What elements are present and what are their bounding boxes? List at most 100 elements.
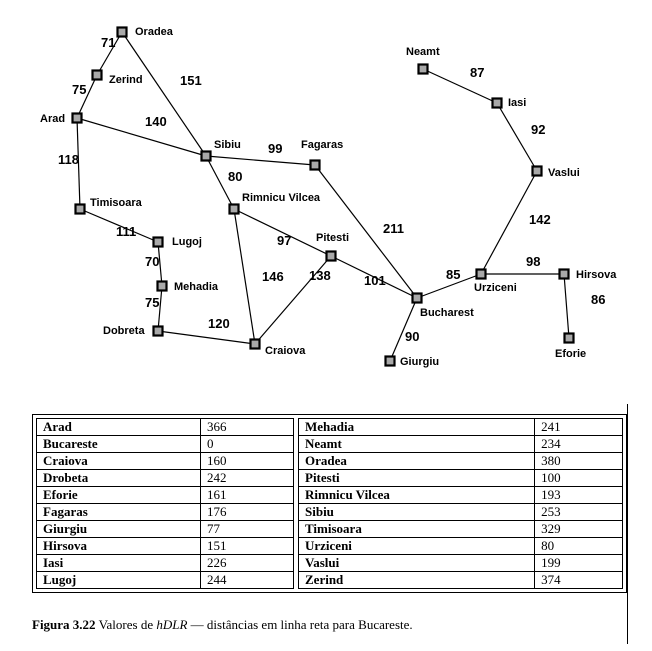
city-node-craiova xyxy=(249,338,261,350)
distance-label-mehadia-dobreta: 75 xyxy=(145,295,159,310)
distance-label-fagaras-bucharest: 211 xyxy=(383,221,404,236)
left-city-cell: Iasi xyxy=(35,554,202,572)
city-node-dobreta xyxy=(152,325,164,337)
right-city-cell: Urziceni xyxy=(297,537,536,555)
city-label-hirsova: Hirsova xyxy=(576,269,617,281)
caption-suffix: — distâncias em linha reta para Bucarest… xyxy=(187,617,413,632)
distance-label-urziceni-vaslui: 142 xyxy=(529,212,551,227)
city-label-zerind: Zerind xyxy=(109,74,143,86)
left-value-cell: 226 xyxy=(200,554,295,572)
city-node-oradea xyxy=(116,26,128,38)
distance-label-oradea-sibiu: 151 xyxy=(180,73,202,88)
city-label-iasi: Iasi xyxy=(508,97,526,109)
city-label-eforie: Eforie xyxy=(555,348,586,360)
caption-prefix: Valores de xyxy=(95,617,157,632)
left-value-cell: 160 xyxy=(200,452,295,470)
city-node-bucharest xyxy=(411,292,423,304)
road-oradea-zerind xyxy=(96,31,123,76)
city-label-arad: Arad xyxy=(40,113,65,125)
right-city-cell: Rimnicu Vilcea xyxy=(297,486,536,504)
right-city-cell: Mehadia xyxy=(297,418,536,436)
city-node-sibiu xyxy=(200,150,212,162)
city-label-pitesti: Pitesti xyxy=(316,232,349,244)
city-node-arad xyxy=(71,112,83,124)
city-label-dobreta: Dobreta xyxy=(103,325,145,337)
city-label-rimnicu: Rimnicu Vilcea xyxy=(242,192,321,204)
city-label-oradea: Oradea xyxy=(135,26,174,38)
city-label-neamt: Neamt xyxy=(406,46,440,58)
city-node-iasi xyxy=(491,97,503,109)
road-rimnicu-pitesti xyxy=(233,208,332,257)
left-value-cell: 77 xyxy=(200,520,295,538)
city-node-vaslui xyxy=(531,165,543,177)
left-city-cell: Eforie xyxy=(35,486,202,504)
right-city-cell: Neamt xyxy=(297,435,536,453)
right-value-cell: 100 xyxy=(534,469,623,487)
page-right-rule xyxy=(627,404,628,644)
road-vaslui-iasi xyxy=(496,102,538,172)
road-iasi-neamt xyxy=(422,68,498,104)
city-node-giurgiu xyxy=(384,355,396,367)
city-node-lugoj xyxy=(152,236,164,248)
distance-label-zerind-arad: 75 xyxy=(72,82,86,97)
distance-label-pitesti-bucharest: 101 xyxy=(364,273,386,288)
road-fagaras-bucharest xyxy=(314,164,418,299)
city-label-timisoara: Timisoara xyxy=(90,197,143,209)
city-node-rimnicu xyxy=(228,203,240,215)
left-value-cell: 366 xyxy=(200,418,295,436)
city-label-sibiu: Sibiu xyxy=(214,139,241,151)
right-value-cell: 241 xyxy=(534,418,623,436)
distance-label-oradea-zerind: 71 xyxy=(101,35,115,50)
road-dobreta-craiova xyxy=(157,330,256,345)
left-value-cell: 242 xyxy=(200,469,295,487)
city-node-zerind xyxy=(91,69,103,81)
left-city-cell: Hirsova xyxy=(35,537,202,555)
city-node-urziceni xyxy=(475,268,487,280)
right-value-cell: 380 xyxy=(534,452,623,470)
distance-label-pitesti-craiova: 138 xyxy=(309,268,331,283)
left-city-cell: Drobeta xyxy=(35,469,202,487)
distance-label-urziceni-hirsova: 98 xyxy=(526,254,540,269)
city-node-timisoara xyxy=(74,203,86,215)
city-label-giurgiu: Giurgiu xyxy=(400,356,439,368)
distance-label-bucharest-urziceni: 85 xyxy=(446,267,460,282)
left-city-cell: Bucareste xyxy=(35,435,202,453)
distance-label-rimnicu-craiova: 146 xyxy=(262,269,284,284)
road-rimnicu-craiova xyxy=(233,208,256,345)
right-city-cell: Pitesti xyxy=(297,469,536,487)
city-node-mehadia xyxy=(156,280,168,292)
distance-label-hirsova-eforie: 86 xyxy=(591,292,605,307)
left-value-cell: 176 xyxy=(200,503,295,521)
road-lugoj-mehadia xyxy=(157,241,163,287)
city-label-lugoj: Lugoj xyxy=(172,236,202,248)
city-label-urziceni: Urziceni xyxy=(474,282,517,294)
city-label-mehadia: Mehadia xyxy=(174,281,219,293)
left-value-cell: 244 xyxy=(200,571,295,589)
figure-caption: Figura 3.22 Valores de hDLR — distâncias… xyxy=(32,617,413,633)
city-label-craiova: Craiova xyxy=(265,345,306,357)
city-node-hirsova xyxy=(558,268,570,280)
distance-label-bucharest-giurgiu: 90 xyxy=(405,329,419,344)
caption-function-name: hDLR xyxy=(156,617,188,632)
right-city-cell: Vaslui xyxy=(297,554,536,572)
road-hirsova-eforie xyxy=(563,273,570,339)
left-city-cell: Arad xyxy=(35,418,202,436)
right-city-cell: Timisoara xyxy=(297,520,536,538)
road-pitesti-craiova xyxy=(254,255,332,345)
distance-label-timisoara-lugoj: 111 xyxy=(116,224,136,239)
caption-figure-number: Figura 3.22 xyxy=(32,617,96,632)
